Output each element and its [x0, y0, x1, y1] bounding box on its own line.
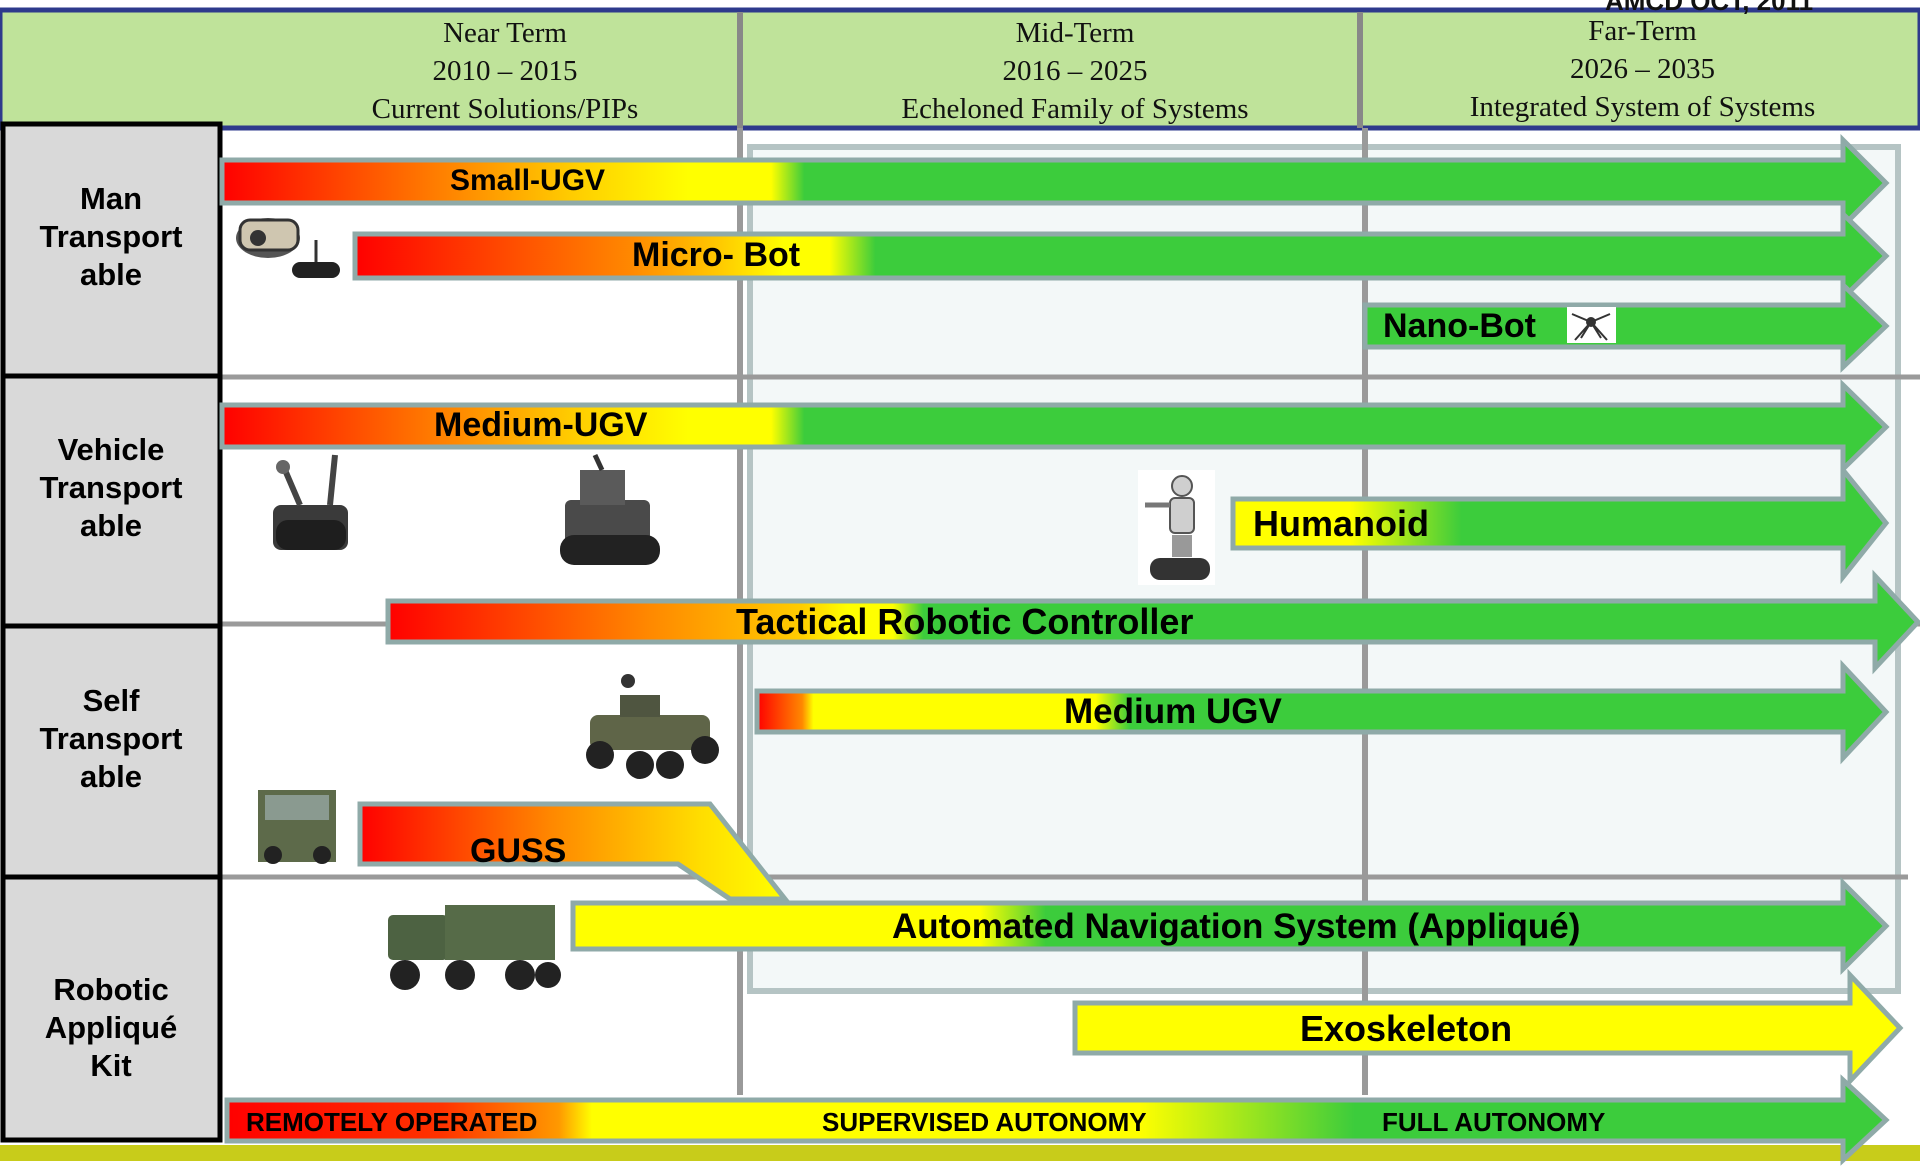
- arrow-label-micro-bot: Micro- Bot: [632, 236, 800, 275]
- scale-label-full-autonomy: FULL AUTONOMY: [1382, 1107, 1605, 1138]
- period-years: 2016 – 2025: [830, 52, 1320, 90]
- arrow-label-medium-ugv-self: Medium UGV: [1064, 692, 1282, 732]
- scale-label-remotely-operated: REMOTELY OPERATED: [246, 1107, 537, 1138]
- period-far-term: Far-Term 2026 – 2035 Integrated System o…: [1400, 12, 1885, 126]
- period-name: Mid-Term: [830, 14, 1320, 52]
- nano-bot-spider-icon: [1567, 307, 1616, 343]
- scale-label-supervised-autonomy: SUPERVISED AUTONOMY: [822, 1107, 1147, 1138]
- arrow-label-nano-bot: Nano-Bot: [1383, 307, 1536, 346]
- period-caption: Current Solutions/PIPs: [310, 90, 700, 128]
- arrow-label-automated-navigation-system: Automated Navigation System (Appliqué): [892, 907, 1580, 947]
- period-caption: Echeloned Family of Systems: [830, 90, 1320, 128]
- period-near-term: Near Term 2010 – 2015 Current Solutions/…: [310, 14, 700, 128]
- wheeled-ugv-icon: [586, 674, 719, 779]
- arrow-label-medium-ugv: Medium-UGV: [434, 406, 647, 445]
- row-label-robotic-applique-kit: Robotic Appliqué Kit: [5, 971, 217, 1085]
- guss-arrow: [360, 804, 785, 899]
- period-years: 2010 – 2015: [310, 52, 700, 90]
- bottom-accent-bar: [0, 1145, 1920, 1161]
- arrow-label-exoskeleton: Exoskeleton: [1300, 1008, 1512, 1050]
- military-truck-icon: [388, 905, 561, 990]
- humanoid-robot-icon: [1138, 470, 1215, 585]
- period-mid-term: Mid-Term 2016 – 2025 Echeloned Family of…: [830, 14, 1320, 128]
- row-label-self-transportable: Self Transport able: [5, 682, 217, 796]
- row-label-man-transportable: Man Transport able: [5, 180, 217, 294]
- row-label-vehicle-transportable: Vehicle Transport able: [5, 431, 217, 545]
- arrow-label-tactical-robotic-controller: Tactical Robotic Controller: [736, 601, 1193, 643]
- period-name: Near Term: [310, 14, 700, 52]
- maars-robot-icon: [560, 455, 660, 565]
- arrow-label-small-ugv: Small-UGV: [450, 164, 605, 198]
- guss-vehicle-icon: [258, 790, 336, 864]
- arrow-label-humanoid: Humanoid: [1253, 503, 1429, 545]
- period-caption: Integrated System of Systems: [1400, 88, 1885, 126]
- small-ugv-robot-icon: [236, 218, 340, 278]
- eod-robot-icon: [273, 455, 348, 550]
- arrow-label-guss: GUSS: [470, 832, 566, 871]
- period-name: Far-Term: [1400, 12, 1885, 50]
- period-years: 2026 – 2035: [1400, 50, 1885, 88]
